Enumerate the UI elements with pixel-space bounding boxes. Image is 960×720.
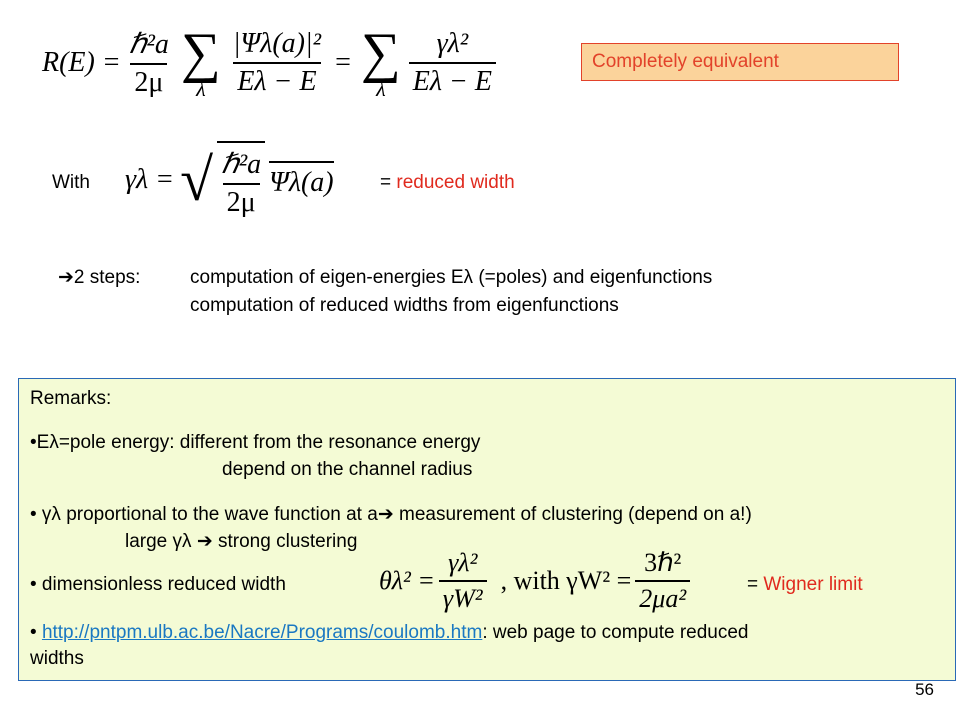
coulomb-program-link[interactable]: http://pntpm.ulb.ac.be/Nacre/Programs/co… — [41, 622, 483, 643]
arrow-right-icon: ➔ — [58, 267, 74, 288]
remark-1-line-1: •Eλ=pole energy: different from the reso… — [30, 432, 481, 453]
sqrt-fraction: ℏ²a 2μ — [217, 141, 266, 219]
gamma-definition: γλ = √ ℏ²a 2μ Ψλ(a) — [125, 140, 334, 220]
sum-symbol-2: ∑ λ — [360, 22, 401, 101]
remarks-title: Remarks: — [30, 388, 112, 409]
arrow-right-icon: ➔ — [196, 531, 213, 552]
r-of-e: R(E) = — [42, 47, 121, 78]
remark-4-line-2: widths — [30, 648, 84, 669]
arrow-right-icon: ➔ — [377, 504, 394, 525]
psi-fraction: |Ψλ(a)|² Eλ − E — [232, 28, 322, 97]
with-label: With — [52, 172, 90, 193]
steps-label: ➔2 steps: — [58, 267, 141, 288]
hbar-fraction: ℏ²a 2μ — [128, 29, 169, 98]
dimensionless-width-equation: θλ² = γλ² γW² , with γW² = 3ℏ² 2μa² — [379, 541, 694, 621]
main-equation: R(E) = ℏ²a 2μ ∑ λ |Ψλ(a)|² Eλ − E = ∑ λ … — [42, 18, 500, 108]
step-line-1: computation of eigen-energies Eλ (=poles… — [190, 267, 713, 288]
reduced-width-label: = reduced width — [380, 172, 515, 193]
wigner-limit-label: = Wigner limit — [747, 574, 863, 595]
remarks-box: Remarks: •Eλ=pole energy: different from… — [18, 378, 956, 681]
gamma-fraction: γλ² Eλ − E — [408, 28, 497, 98]
page-number: 56 — [915, 680, 934, 699]
remark-4-line-1: • http://pntpm.ulb.ac.be/Nacre/Programs/… — [30, 622, 749, 643]
remark-2-line-2: large γλ ➔ strong clustering — [125, 531, 358, 552]
sqrt-icon: √ — [180, 147, 213, 213]
remark-3-text: • dimensionless reduced width — [30, 574, 286, 595]
step-line-2: computation of reduced widths from eigen… — [190, 295, 619, 316]
sum-symbol-1: ∑ λ — [180, 22, 221, 101]
equals-sign: = — [335, 47, 351, 78]
remark-2-line-1: • γλ proportional to the wave function a… — [30, 504, 752, 525]
callout-text: Completely equivalent — [592, 51, 779, 72]
equivalent-callout: Completely equivalent — [581, 43, 899, 81]
remark-1-line-2: depend on the channel radius — [222, 459, 473, 480]
